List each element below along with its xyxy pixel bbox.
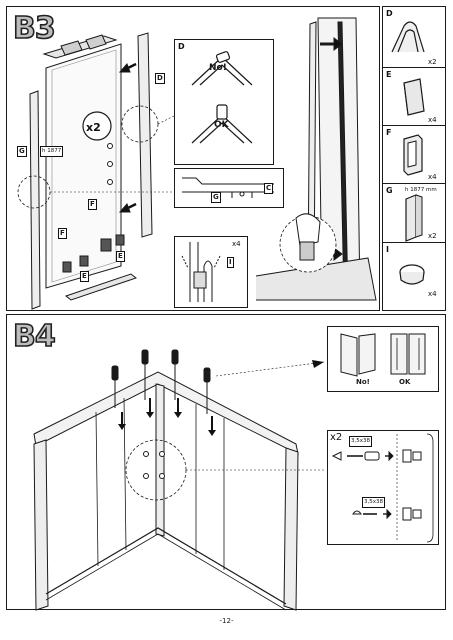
part-f-id: F — [386, 128, 392, 137]
ring-seal-icon — [399, 264, 425, 285]
end-cap-icon — [403, 78, 425, 116]
part-i-qty: x4 — [428, 290, 437, 298]
b4-detail-fold-drawing — [340, 333, 426, 377]
part-d-qty: x2 — [428, 58, 437, 66]
part-i-id: I — [386, 245, 389, 254]
page-number: -12- — [219, 617, 234, 625]
b3-detail-d-right-label: OK — [214, 120, 229, 130]
part-f-qty: x4 — [428, 173, 437, 181]
part-e-qty: x4 — [428, 116, 437, 124]
b3-detail-gc-c-tag: C — [264, 183, 274, 194]
b3-detail-i-tag: I — [227, 257, 234, 268]
b3-detail-d-label: D — [178, 42, 185, 51]
b4-detail-screws-drawing — [331, 433, 434, 543]
b3-detail-gc-drawing — [182, 177, 274, 198]
b3-detail-gc-g-tag: G — [211, 192, 221, 203]
part-e-id: E — [386, 70, 392, 79]
profile-icon — [405, 194, 423, 242]
b3-part-f-tag: F — [88, 199, 97, 210]
b4-detail-screws-qty: x2 — [330, 432, 343, 443]
clip-icon — [391, 21, 425, 53]
b4-screw-a-spec: 3,5x38 — [349, 436, 373, 447]
b3-x2-badge: x2 — [86, 121, 101, 134]
b3-detail-d-drawing — [191, 51, 253, 144]
b3-part-f2-tag: F — [58, 228, 67, 239]
b4-detail-fold-wrong-label: No! — [356, 378, 370, 386]
b3-part-d-tag: D — [155, 73, 165, 84]
b4-screw-b-spec: 3,5x38 — [362, 497, 386, 508]
b3-g-length-tag: h 1877 — [40, 146, 64, 157]
b4-detail-fold-right-label: OK — [399, 378, 411, 386]
guide-clip-icon — [403, 134, 423, 176]
b3-part-e-right-tag: E — [116, 251, 125, 262]
part-g-qty: x2 — [428, 232, 437, 240]
b4-enclosure-drawing — [33, 349, 326, 611]
part-g-id: G — [386, 186, 393, 195]
part-g-note: h 1877 mm — [405, 187, 437, 193]
b3-part-e-left-tag: E — [80, 271, 89, 282]
part-d-id: D — [386, 9, 393, 18]
step-b3-label: B3 — [12, 10, 56, 47]
step-b4-label: B4 — [12, 318, 56, 355]
b3-side-view-drawing — [255, 17, 377, 301]
b3-detail-i-qty: x4 — [232, 240, 241, 248]
b3-part-g-tag: G — [17, 146, 27, 157]
b3-detail-i-drawing — [181, 242, 221, 302]
b3-detail-d-wrong-label: No! — [209, 63, 227, 73]
b3-detail-i-box — [174, 236, 248, 308]
b3-door-exploded-drawing — [17, 32, 175, 310]
b4-detail-screws-box — [327, 430, 439, 545]
